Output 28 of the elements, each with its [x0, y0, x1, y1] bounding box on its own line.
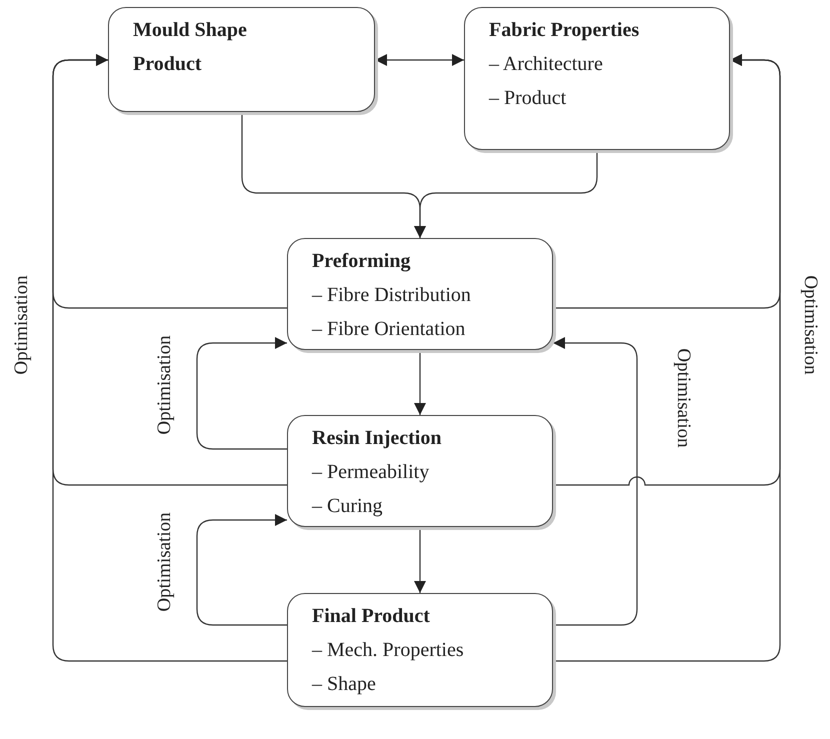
list-item: – Mech. Properties — [312, 638, 465, 663]
box-heading: Fabric Properties — [489, 18, 640, 43]
arrow — [375, 54, 464, 66]
box-heading: Preforming — [312, 249, 412, 274]
process-box — [287, 593, 553, 707]
list-item: – Permeability — [312, 460, 430, 485]
process-box — [287, 238, 553, 350]
arrow — [414, 150, 598, 238]
process-box — [108, 7, 375, 112]
list-item: – Architecture — [489, 52, 604, 77]
arrow — [553, 54, 781, 662]
box-heading: Mould Shape — [133, 18, 248, 43]
list-item: – Fibre Distribution — [312, 283, 472, 308]
box-heading: Resin Injection — [312, 426, 442, 451]
box-heading: Final Product — [312, 604, 431, 629]
box-heading: Product — [133, 52, 203, 77]
list-item: – Curing — [312, 494, 384, 519]
arrow — [414, 527, 426, 593]
arrow — [196, 514, 287, 626]
list-item: – Fibre Orientation — [312, 317, 466, 342]
arrow — [52, 54, 287, 662]
process-box — [287, 415, 553, 527]
arrow — [196, 337, 287, 450]
arrow — [414, 350, 426, 415]
list-item: – Product — [489, 86, 568, 111]
process-box — [464, 7, 730, 150]
list-item: – Shape — [312, 672, 377, 697]
arrow — [553, 337, 638, 626]
